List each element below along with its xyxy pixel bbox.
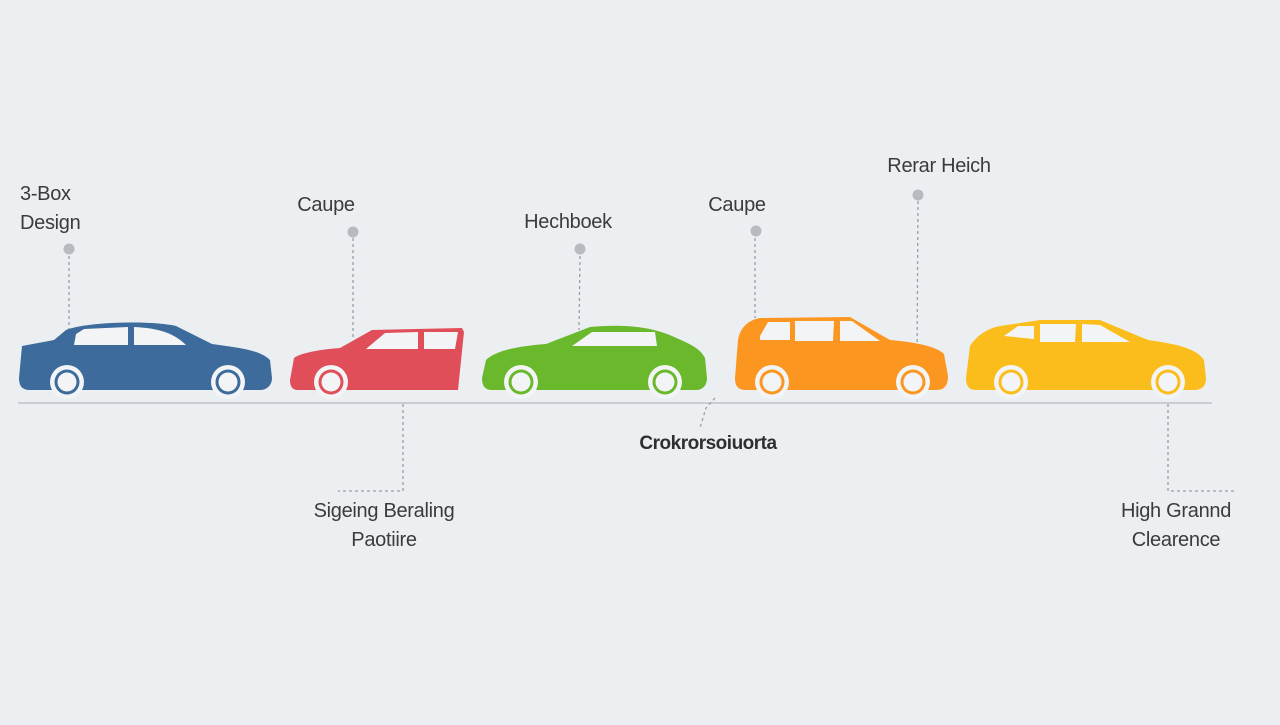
car-blue-sedan <box>19 322 272 399</box>
label-high-grannd-line-2: Clearence <box>1131 529 1221 551</box>
wheel-hub <box>218 372 238 392</box>
label-3-box-design-line-1: 3-Box <box>20 183 71 205</box>
label-rerar-heich: Rerar Heich <box>887 152 991 181</box>
wheel-hub <box>655 372 675 392</box>
connector-dot-rerar-heich <box>912 189 924 201</box>
wheel-hub <box>1158 372 1178 392</box>
wheel-hub <box>57 372 77 392</box>
connector-dot-design <box>63 243 75 255</box>
connector-line-hechboek <box>578 255 581 331</box>
label-caupe-orange: Caupe <box>708 191 766 220</box>
label-high-grannd-clearence: High Grannd Clearence <box>1121 497 1231 555</box>
car-green-hatchback <box>482 325 707 399</box>
label-caupe-orange-text: Caupe <box>708 194 766 216</box>
label-3-box-design-line-2: Design <box>20 212 81 234</box>
connector-dot-caupe-1 <box>347 226 359 238</box>
label-hechboek-text: Hechboek <box>524 211 612 233</box>
label-crokrorsoiuorta-text: Crokrorsoiuorta <box>639 433 777 454</box>
wheel-hub <box>903 372 923 392</box>
label-sigeing-beraling-line-1: Sigeing Beraling <box>313 500 455 522</box>
label-caupe-red: Caupe <box>297 191 355 220</box>
label-crokrorsoiuorta: Crokrorsoiuorta <box>639 429 777 458</box>
label-sigeing-beraling: Sigeing Beraling Paotiire <box>314 497 455 555</box>
connector-dot-hechboek <box>574 243 586 255</box>
label-rerar-heich-text: Rerar Heich <box>887 155 991 177</box>
connector-line-sigeing <box>338 404 404 492</box>
car-orange-suv <box>735 317 948 399</box>
connector-line-high-grannd <box>1167 404 1234 492</box>
label-caupe-red-text: Caupe <box>297 194 355 216</box>
wheel-hub <box>321 372 341 392</box>
label-high-grannd-line-1: High Grannd <box>1120 500 1232 522</box>
connector-dot-caupe-2 <box>750 225 762 237</box>
car-yellow-crossover <box>966 320 1206 399</box>
label-3-box-design: 3-Box Design <box>20 180 81 238</box>
wheel-hub <box>511 372 531 392</box>
label-sigeing-beraling-line-2: Paotiire <box>351 529 417 551</box>
car-red-coupe <box>290 328 464 399</box>
label-hechboek: Hechboek <box>524 208 612 237</box>
wheel-hub <box>1001 372 1021 392</box>
connector-line-rerar-heich <box>916 200 919 363</box>
connector-line-crokrorsoiuorta <box>699 397 716 429</box>
wheel-hub <box>762 372 782 392</box>
